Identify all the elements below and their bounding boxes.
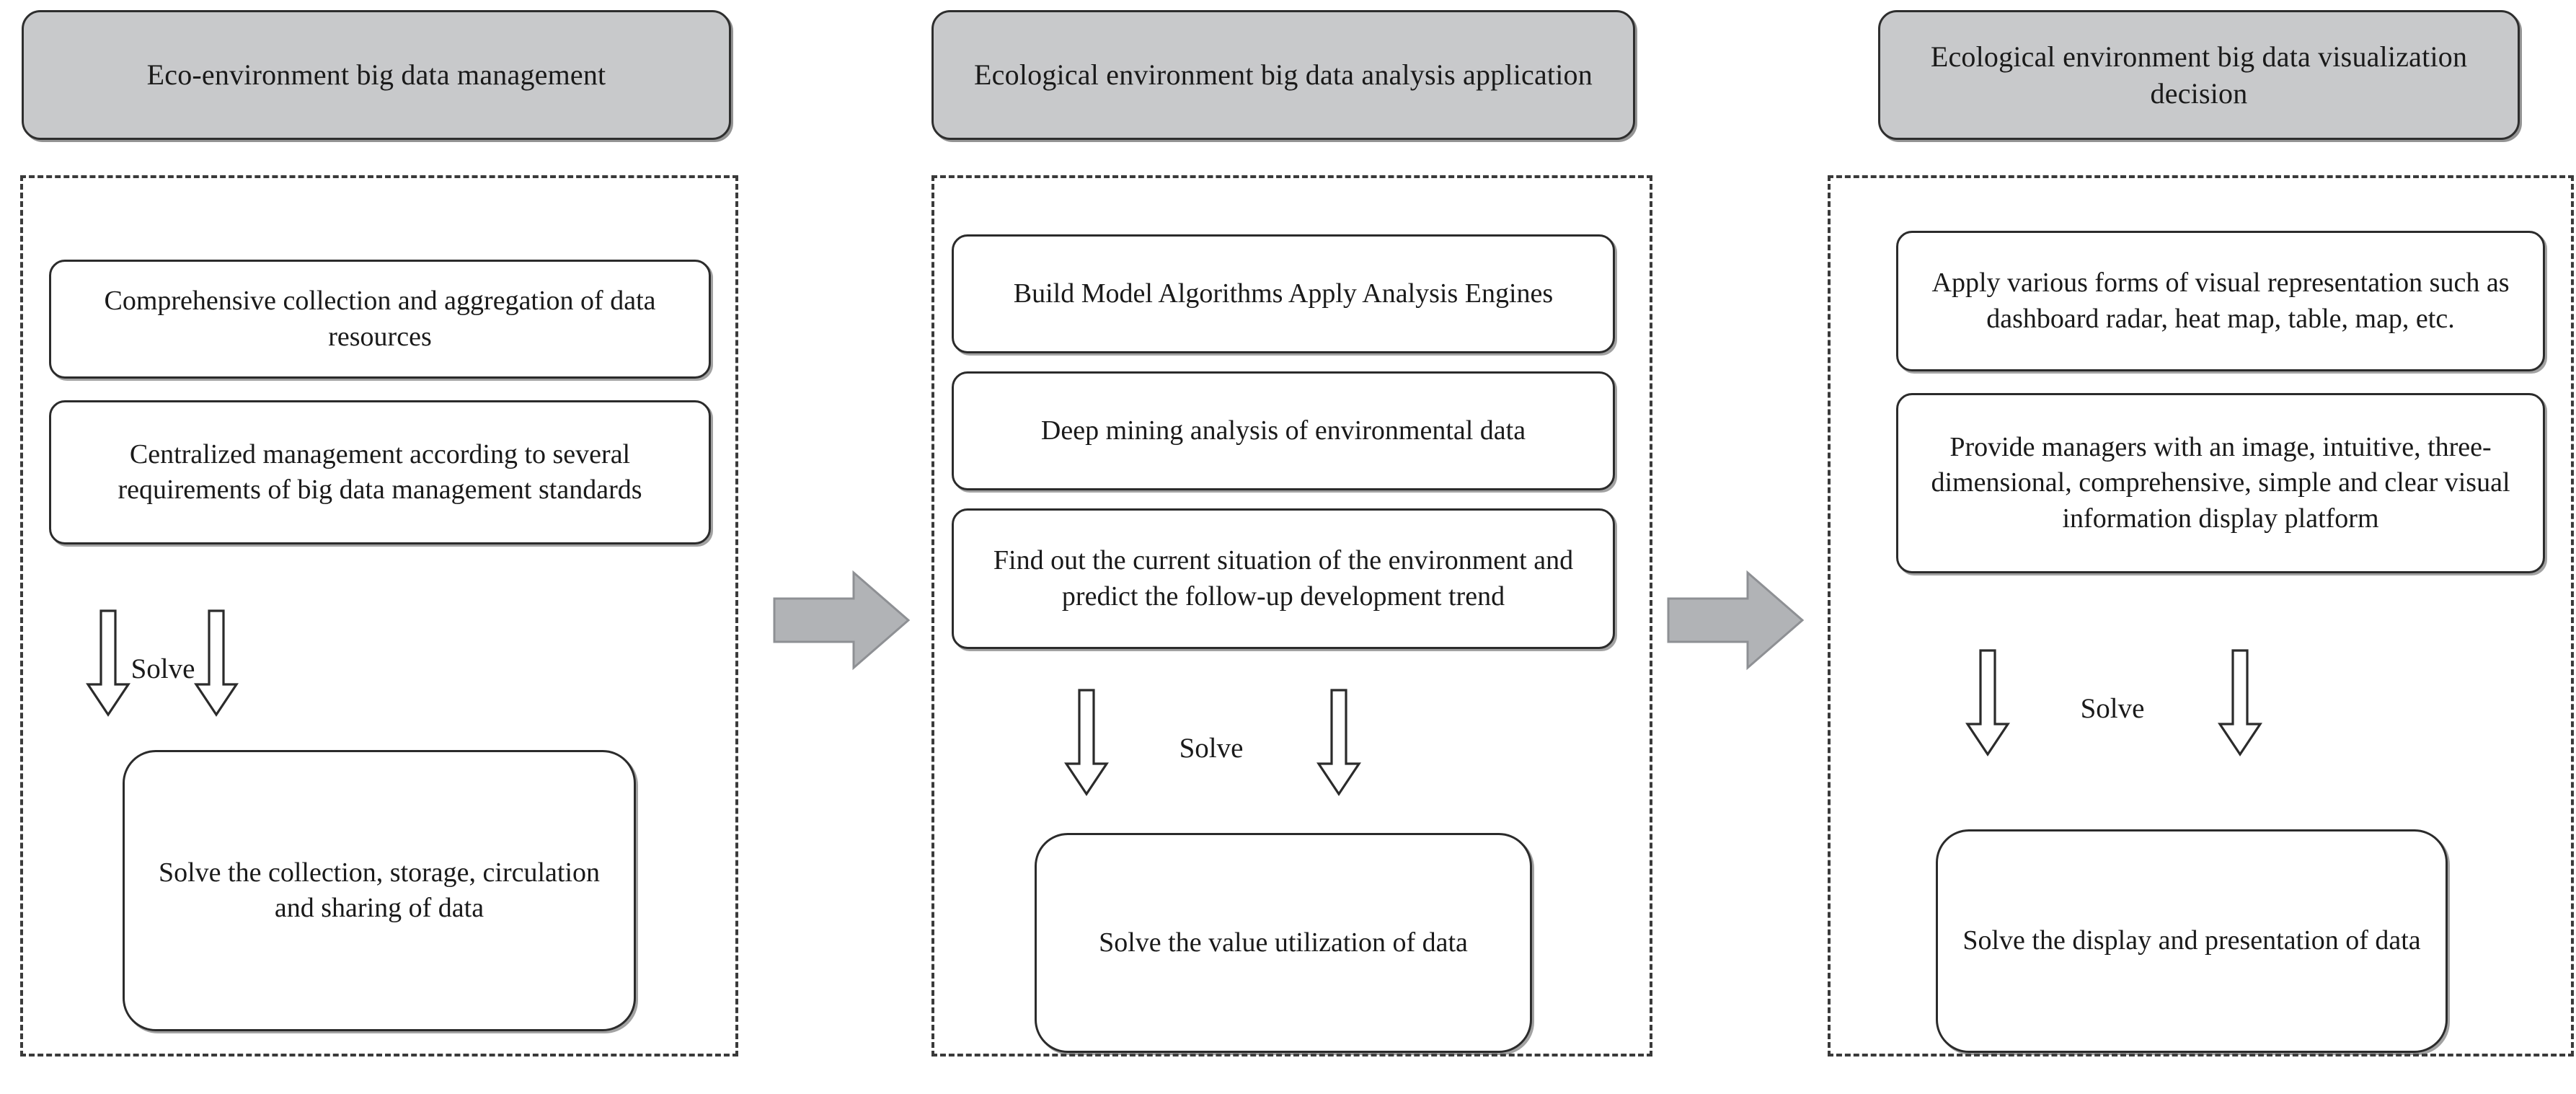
down-arrow-icon-right-management	[193, 609, 239, 718]
down-arrow-icon-right-analysis	[1316, 689, 1362, 797]
item-box-deep-mining-analysis: Deep mining analysis of environmental da…	[952, 371, 1615, 490]
item-box-find-out-current-situation: Find out the current situation of the en…	[952, 508, 1615, 649]
stage-column-visualization: Ecological environment big data visualiz…	[1810, 0, 2576, 1094]
stage-dashed-zone-visualization	[1828, 175, 2574, 1056]
down-arrow-icon-left-analysis	[1063, 689, 1110, 797]
solve-label-management: Solve	[130, 653, 195, 684]
item-box-provide-managers-image: Provide managers with an image, intuitiv…	[1896, 393, 2545, 573]
stage-dashed-zone-analysis	[931, 175, 1652, 1056]
stage-header-analysis: Ecological environment big data analysis…	[931, 10, 1635, 140]
outcome-box-display-presentation: Solve the display and presentation of da…	[1936, 829, 2448, 1053]
down-arrow-icon-left-management	[85, 609, 131, 718]
outcome-box-collection-storage: Solve the collection, storage, circulati…	[123, 750, 636, 1031]
item-box-comprehensive-collection: Comprehensive collection and aggregation…	[49, 260, 711, 379]
stage-column-analysis: Ecological environment big data analysis…	[916, 0, 1658, 1094]
outcome-box-value-utilization: Solve the value utilization of data	[1035, 833, 1532, 1053]
flow-arrow-icon-management-to-analysis	[773, 570, 910, 671]
solve-label-visualization: Solve	[2080, 693, 2145, 724]
stage-header-management: Eco-environment big data management	[22, 10, 731, 140]
flow-arrow-icon-analysis-to-visualization	[1667, 570, 1804, 671]
solve-label-analysis: Solve	[1179, 733, 1244, 764]
stage-dashed-zone-management	[20, 175, 738, 1056]
item-box-apply-various-forms: Apply various forms of visual representa…	[1896, 231, 2545, 371]
down-arrow-icon-right-visualization	[2217, 649, 2263, 757]
stage-column-management: Eco-environment big data management Comp…	[0, 0, 764, 1094]
stage-header-visualization: Ecological environment big data visualiz…	[1878, 10, 2520, 140]
down-arrow-icon-left-visualization	[1965, 649, 2011, 757]
item-box-build-model-algorithms: Build Model Algorithms Apply Analysis En…	[952, 234, 1615, 353]
item-box-centralized-management: Centralized management according to seve…	[49, 400, 711, 544]
